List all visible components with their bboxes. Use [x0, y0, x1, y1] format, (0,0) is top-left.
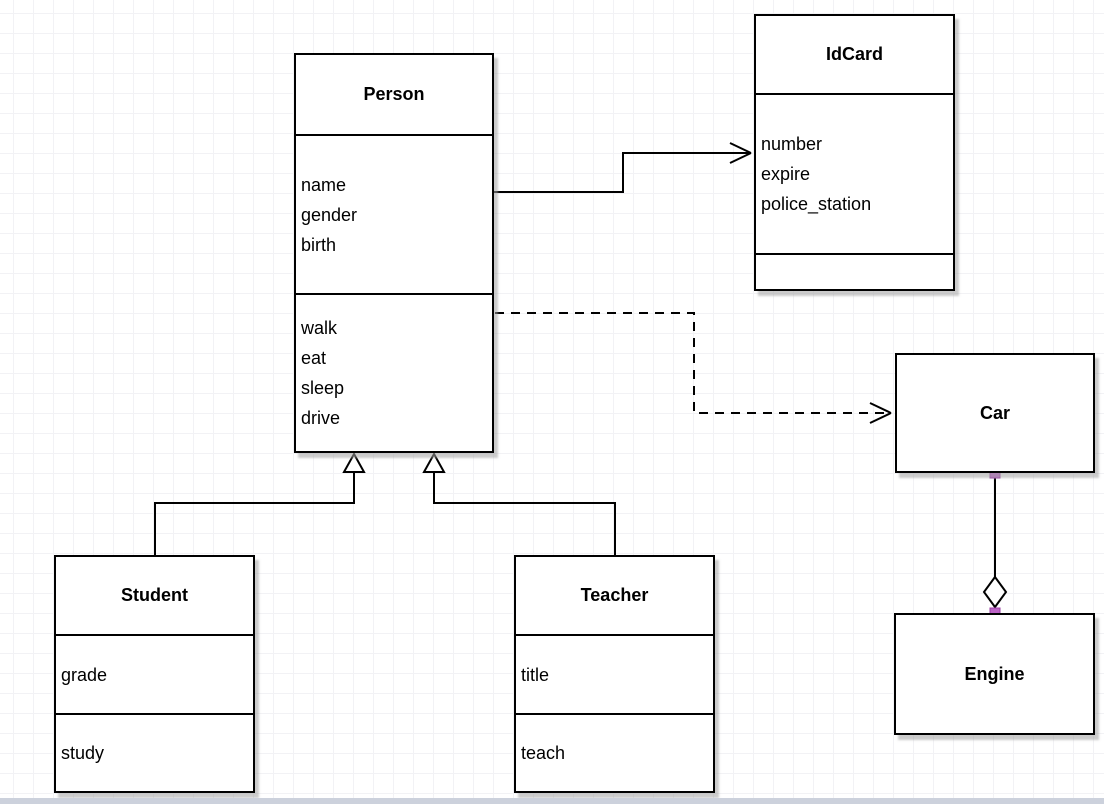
class-box-teacher[interactable]: Teacher title teach: [514, 555, 715, 793]
class-attribute: number: [761, 134, 823, 154]
class-method: teach: [521, 743, 566, 763]
connector-student-person[interactable]: [154, 451, 366, 555]
attributes-section: grade: [56, 634, 253, 713]
class-method: study: [61, 743, 105, 763]
attributes-section: number expire police_station: [756, 93, 953, 253]
open-arrowhead-icon: [729, 142, 752, 164]
class-attribute: police_station: [761, 194, 872, 214]
class-box-student[interactable]: Student grade study: [54, 555, 255, 793]
methods-section: teach: [516, 713, 713, 791]
canvas-bottom-edge: [0, 798, 1104, 804]
hollow-diamond-icon: [982, 575, 1008, 609]
class-title: Person: [363, 84, 425, 104]
class-attribute: grade: [61, 664, 108, 685]
class-box-engine[interactable]: Engine: [894, 613, 1095, 735]
attributes-section: title: [516, 634, 713, 713]
attributes-section: name gender birth: [296, 134, 492, 293]
class-box-person[interactable]: Person name gender birth walk eat sleep …: [294, 53, 494, 453]
class-title: Car: [979, 402, 1010, 423]
open-arrowhead-icon: [869, 402, 892, 424]
class-title: IdCard: [825, 44, 883, 64]
class-attribute: gender: [301, 204, 358, 225]
methods-section-empty: [756, 253, 953, 289]
class-method: sleep: [301, 378, 345, 398]
class-method: drive: [301, 408, 341, 428]
class-title: Engine: [964, 663, 1025, 684]
generalization-triangle-icon: [342, 451, 366, 473]
class-title: Student: [121, 585, 188, 605]
connector-teacher-person[interactable]: [422, 451, 616, 555]
class-method: walk: [301, 318, 338, 338]
connector-car-engine[interactable]: [982, 467, 1008, 619]
connector-person-idcard[interactable]: [494, 142, 752, 193]
class-title: Teacher: [580, 585, 649, 605]
class-attribute: name: [301, 174, 347, 195]
connector-person-car[interactable]: [495, 312, 892, 424]
methods-section: walk eat sleep drive: [296, 293, 492, 451]
class-attribute: birth: [301, 234, 337, 255]
generalization-triangle-icon: [422, 451, 446, 473]
class-attribute: title: [521, 664, 550, 685]
class-box-car[interactable]: Car: [895, 353, 1095, 473]
class-attribute: expire: [761, 164, 811, 184]
class-box-idcard[interactable]: IdCard number expire police_station: [754, 14, 955, 291]
methods-section: study: [56, 713, 253, 791]
class-method: eat: [301, 348, 327, 368]
